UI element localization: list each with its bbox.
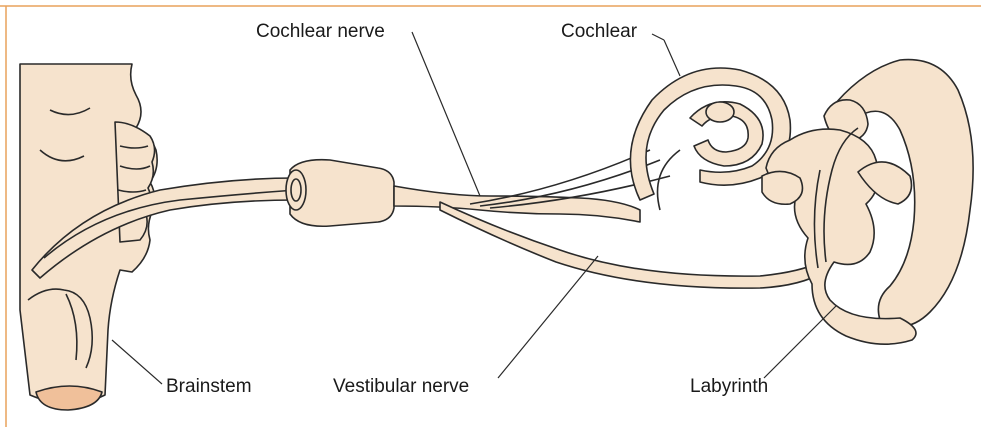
leader-cochlear-tick <box>652 34 664 40</box>
leader-labyrinth <box>764 306 836 378</box>
label-brainstem: Brainstem <box>166 377 252 396</box>
leader-cochlear <box>664 40 680 76</box>
label-labyrinth: Labyrinth <box>690 377 768 396</box>
leader-cochlear-nerve <box>412 32 480 196</box>
leader-brainstem <box>112 340 162 384</box>
leader-vestibular-nerve <box>498 256 598 378</box>
label-cochlear: Cochlear <box>561 22 637 41</box>
label-vestibular-nerve: Vestibular nerve <box>333 377 469 396</box>
labyrinth-shape <box>762 60 973 345</box>
label-cochlear-nerve: Cochlear nerve <box>256 22 385 41</box>
